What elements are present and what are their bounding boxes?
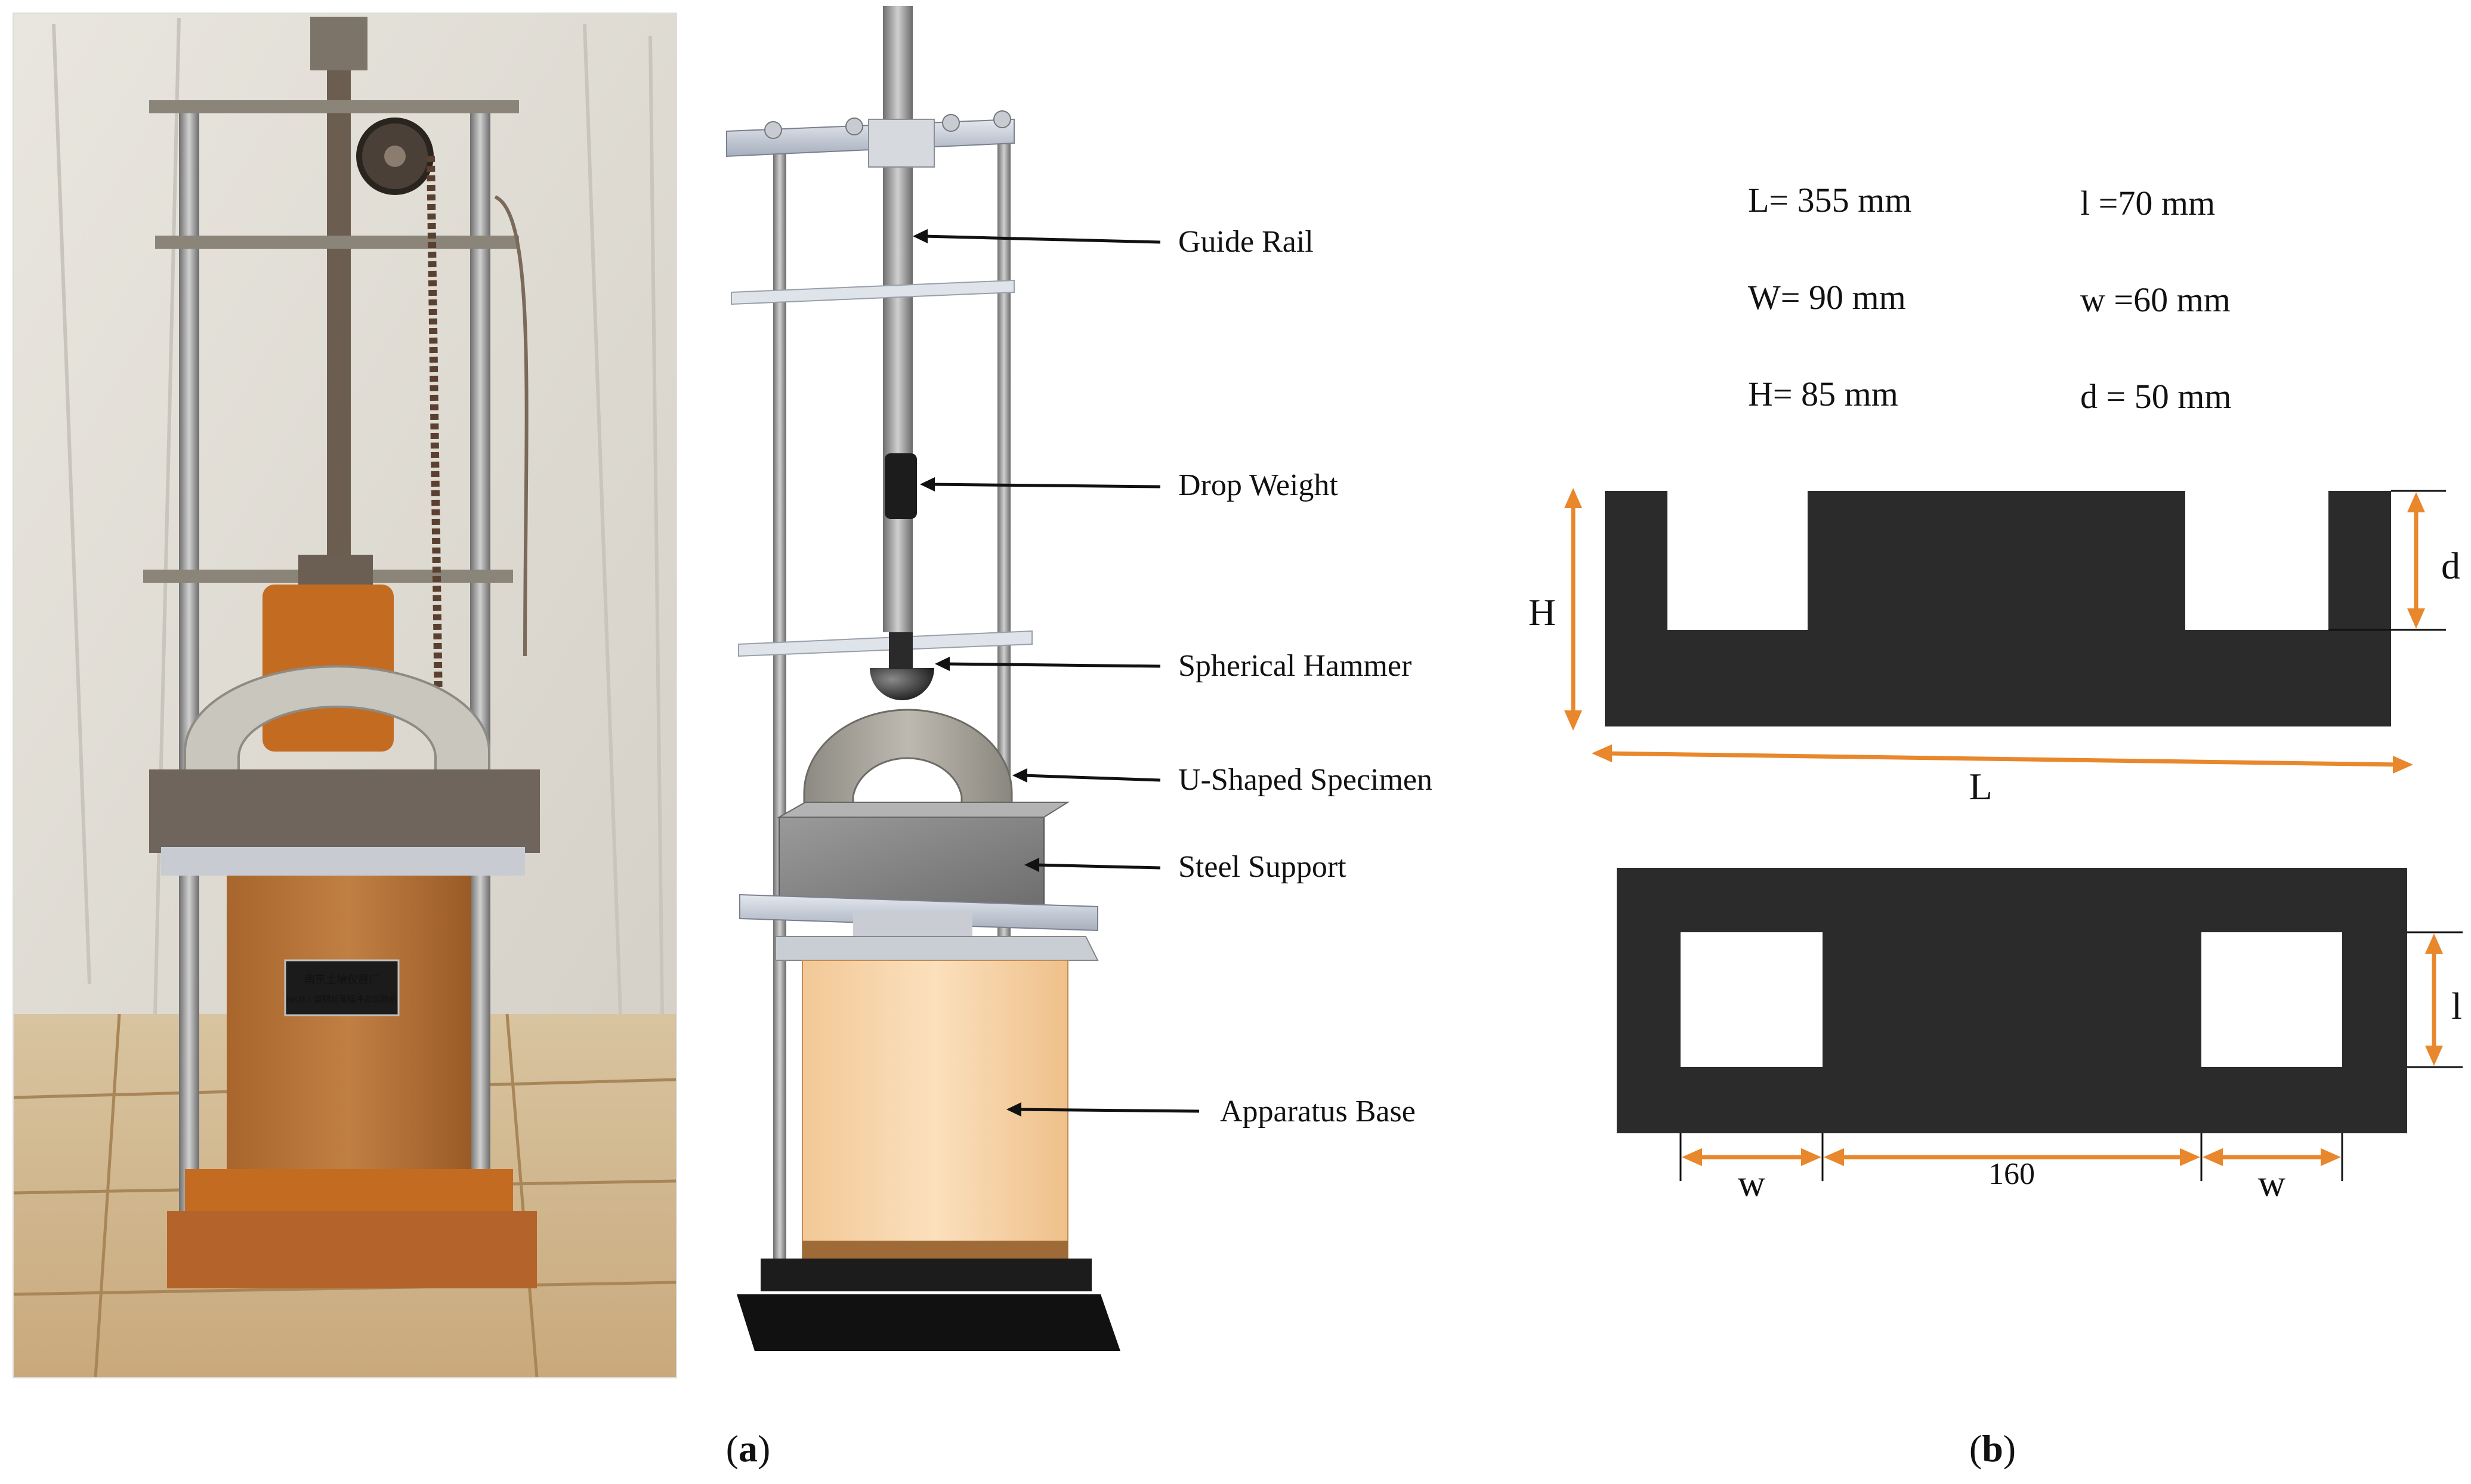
arrowhead-drop-weight	[920, 477, 935, 491]
callout-labels: Guide Rail Drop Weight Spherical Hammer …	[1178, 225, 1432, 1129]
arrow-steel-support	[1034, 863, 1161, 870]
photo-u-specimen	[184, 665, 490, 789]
photo-plate	[161, 847, 525, 876]
cloth-folds	[52, 17, 664, 1015]
arrow-drop-weight	[930, 483, 1161, 489]
d-dimension	[2407, 492, 2425, 629]
front-view-specimen	[1605, 491, 2391, 726]
render-base-plate	[775, 936, 1099, 961]
render-base-shadow	[802, 1241, 1068, 1259]
photo-panel: 南京土壤仪器厂 HKD-1 型钢丝落锤冲击试验机	[13, 13, 677, 1378]
render-nut-1	[764, 121, 782, 139]
arrow-guide-rail	[923, 234, 1161, 244]
caption-b: (b)	[1969, 1427, 2016, 1470]
photo-edge	[13, 13, 677, 1378]
photo-chain	[427, 156, 443, 704]
arrowhead-spherical-hammer	[935, 657, 950, 671]
dim-W: W= 90 mm	[1748, 278, 1906, 317]
caption-a: (a)	[726, 1427, 771, 1470]
callout-arrows	[913, 229, 1200, 1117]
l-length-dimension	[1592, 744, 2413, 774]
render-spherical-hammer	[870, 668, 934, 700]
dim-w: w =60 mm	[2080, 280, 2231, 319]
arrow-spherical-hammer	[945, 662, 1161, 668]
render-plate-2	[731, 279, 1015, 305]
dimension-list: L= 355 mm l =70 mm W= 90 mm w =60 mm H= …	[1748, 181, 2231, 416]
render-drop-weight	[885, 453, 917, 519]
render-bottom-frame	[761, 1259, 1092, 1291]
top-view-hole-right	[2201, 932, 2342, 1067]
l-label: l	[2451, 985, 2462, 1027]
render-nut-3	[942, 114, 960, 132]
l-length-label: L	[1969, 765, 1992, 808]
photo-crossbar-2	[155, 236, 519, 249]
label-spherical-hammer: Spherical Hammer	[1178, 649, 1411, 683]
render-top-block	[868, 119, 935, 168]
d-label: d	[2441, 545, 2460, 587]
dim-l: l =70 mm	[2080, 184, 2215, 222]
render-steel-support	[779, 817, 1045, 907]
label-drop-weight: Drop Weight	[1178, 468, 1338, 502]
arrowhead-apparatus-base	[1006, 1102, 1021, 1117]
photo-top-head	[310, 17, 367, 70]
w-left-label: w	[1738, 1162, 1765, 1204]
top-view-hole-left	[1681, 932, 1823, 1067]
photo-nameplate-line1: 南京土壤仪器厂	[304, 973, 379, 985]
render-nut-4	[993, 110, 1011, 128]
render-hammer-neck	[889, 632, 913, 669]
gap-label: 160	[1988, 1157, 2035, 1191]
dim-H: H= 85 mm	[1748, 375, 1898, 413]
arrowhead-steel-support	[1024, 858, 1039, 872]
arrow-u-specimen	[1023, 774, 1161, 782]
arrow-apparatus-base	[1017, 1108, 1200, 1113]
render-plate-3	[738, 630, 1033, 657]
w-right-label: w	[2258, 1162, 2285, 1204]
bottom-ext-lines	[1679, 1133, 2343, 1181]
render-nut-2	[845, 118, 863, 135]
photo-cable	[494, 195, 529, 657]
dim-L: L= 355 mm	[1748, 181, 1911, 219]
bottom-dimensions	[1682, 1148, 2341, 1166]
label-apparatus-base: Apparatus Base	[1220, 1095, 1416, 1129]
label-guide-rail: Guide Rail	[1178, 225, 1314, 259]
h-dimension	[1564, 488, 1582, 731]
render-steel-top	[777, 802, 1070, 818]
photo-rod-left	[179, 101, 199, 1247]
h-label: H	[1528, 591, 1556, 633]
photo-wood-box	[227, 876, 471, 1186]
photo-base-frame	[185, 1169, 513, 1211]
render-u-specimen	[803, 709, 1013, 824]
render-bottom-plate	[737, 1294, 1120, 1351]
photo-base-foot	[167, 1211, 537, 1288]
photo-rod-right	[470, 101, 490, 1247]
top-view: l w 160 w	[1617, 868, 2463, 1204]
render-panel	[726, 6, 1120, 1351]
dim-d: d = 50 mm	[2080, 377, 2231, 416]
photo-sprocket-hub	[384, 146, 406, 167]
l-dimension	[2425, 933, 2443, 1066]
arrowhead-guide-rail	[913, 229, 928, 243]
front-view: H d L	[1528, 488, 2460, 808]
photo-steel-block	[149, 769, 540, 853]
arrowhead-u-specimen	[1012, 768, 1027, 783]
label-u-specimen: U-Shaped Specimen	[1178, 763, 1432, 797]
render-guide-rail	[883, 6, 913, 632]
label-steel-support: Steel Support	[1178, 850, 1346, 884]
photo-crossbar-1	[149, 100, 519, 113]
photo-nameplate-line2: HKD-1 型钢丝落锤冲击试验机	[286, 995, 397, 1004]
render-rod-left	[773, 143, 786, 1276]
photo-nameplate	[284, 959, 400, 1016]
